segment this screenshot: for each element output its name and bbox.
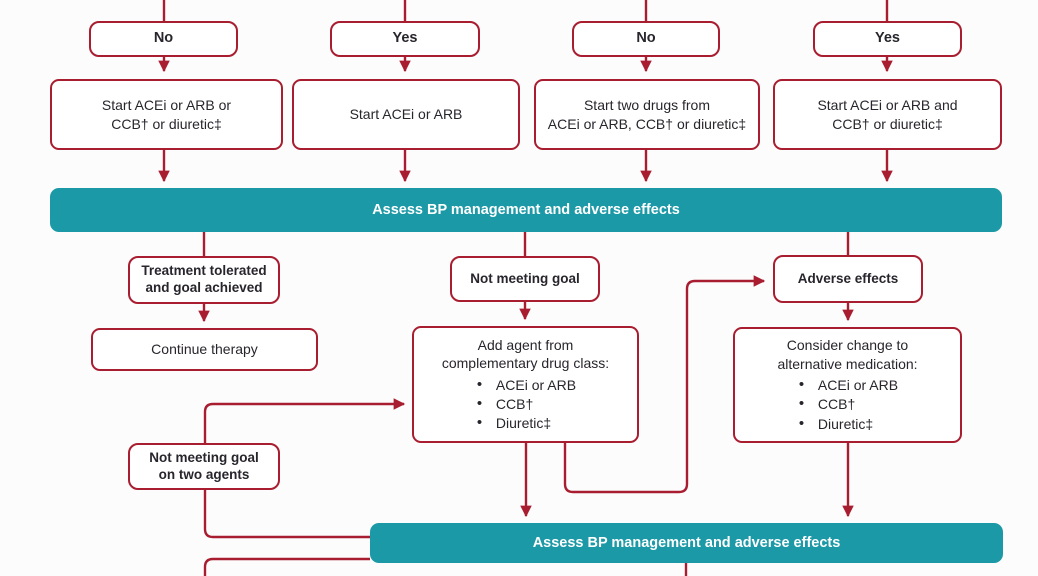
action-box-add-agent: Add agent from complementary drug class:… (412, 326, 639, 443)
action-title: Add agent from (477, 336, 574, 353)
assess-banner-1: Assess BP management and adverse effects (50, 188, 1002, 232)
list-item: Diuretic‡ (797, 414, 898, 435)
label-not-meeting-goal-two-agents: Not meeting goal on two agents (128, 443, 280, 490)
start-box-text: ACEi or ARB, CCB† or diuretic‡ (547, 115, 747, 132)
label-adverse-effects: Adverse effects (773, 255, 923, 303)
decision-box-yes-2: Yes (813, 21, 962, 57)
start-box-two-drugs: Start two drugs from ACEi or ARB, CCB† o… (534, 79, 760, 150)
decision-label: No (153, 30, 174, 47)
assess-banner-text: Assess BP management and adverse effects (372, 202, 680, 218)
decision-box-no-1: No (89, 21, 238, 57)
start-box-text: CCB† or diuretic‡ (111, 115, 222, 132)
label-text: and goal achieved (145, 280, 263, 295)
start-box-acei-arb-ccb-diuretic: Start ACEi or ARB or CCB† or diuretic‡ (50, 79, 283, 150)
label-text: on two agents (158, 466, 250, 482)
assess-banner-text: Assess BP management and adverse effects (532, 535, 841, 551)
list-item: CCB† (475, 394, 576, 415)
decision-label: Yes (392, 30, 418, 47)
list-item: CCB† (797, 394, 898, 415)
start-box-text: Start ACEi or ARB or (101, 97, 232, 114)
decision-label: No (636, 30, 656, 47)
start-box-acei-arb-and-ccb: Start ACEi or ARB and CCB† or diuretic‡ (773, 79, 1002, 150)
decision-box-yes-1: Yes (330, 21, 480, 57)
action-box-continue-therapy: Continue therapy (91, 328, 318, 371)
start-box-text: CCB† or diuretic‡ (832, 115, 943, 132)
start-box-text: Start ACEi or ARB (349, 106, 463, 123)
label-treatment-tolerated: Treatment tolerated and goal achieved (128, 256, 280, 304)
action-title: complementary drug class: (441, 355, 610, 372)
label-text: Treatment tolerated (141, 263, 267, 279)
label-not-meeting-goal: Not meeting goal (450, 256, 600, 302)
list-item: ACEi or ARB (475, 374, 576, 395)
decision-box-no-2: No (572, 21, 720, 57)
action-text: Continue therapy (151, 341, 258, 358)
drug-class-list: ACEi or ARB CCB† Diuretic‡ (475, 374, 576, 434)
list-item: Diuretic‡ (475, 413, 576, 434)
action-box-consider-change: Consider change to alternative medicatio… (733, 327, 962, 443)
label-text: Not meeting goal (470, 270, 580, 286)
start-box-text: Start ACEi or ARB and (817, 97, 958, 114)
start-box-acei-arb: Start ACEi or ARB (292, 79, 520, 150)
assess-banner-2: Assess BP management and adverse effects (370, 523, 1003, 563)
start-box-text: Start two drugs from (583, 97, 711, 114)
action-title: Consider change to (786, 337, 909, 354)
list-item: ACEi or ARB (797, 375, 898, 396)
label-text: Not meeting goal (149, 449, 259, 465)
drug-class-list: ACEi or ARB CCB† Diuretic‡ (797, 375, 898, 435)
action-title: alternative medication: (777, 355, 918, 372)
label-text: Adverse effects (797, 270, 899, 286)
decision-label: Yes (875, 30, 900, 47)
